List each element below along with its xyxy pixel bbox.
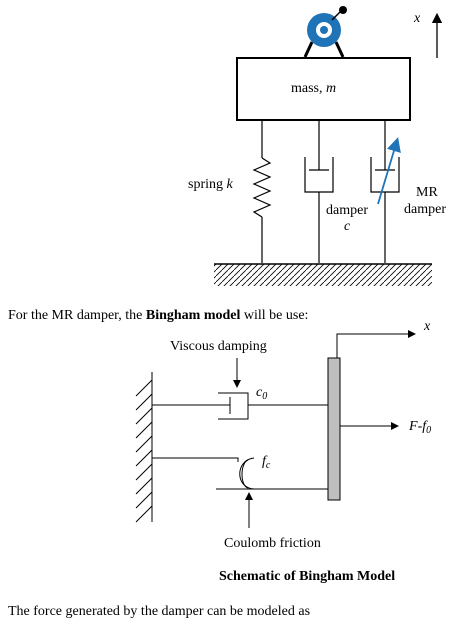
spring-label: spring k <box>188 177 234 192</box>
output-x-arrow <box>336 330 416 358</box>
bingham-model-figure: x Viscous damping c0 fc Coulomb friction <box>135 319 431 584</box>
mass-block <box>236 57 411 121</box>
ground-hatch <box>214 264 432 286</box>
damper-label: damper <box>326 203 368 218</box>
mr-variable-arrow <box>377 137 401 205</box>
mass-label: mass, m <box>291 81 336 96</box>
force-model-paragraph: The force generated by the damper can be… <box>8 604 311 619</box>
figure-caption: Schematic of Bingham Model <box>219 569 395 584</box>
spring-k <box>252 120 272 263</box>
viscous-damping-label: Viscous damping <box>170 339 267 354</box>
damper-c <box>304 120 334 263</box>
coulomb-friction-label: Coulomb friction <box>224 536 321 551</box>
damper-symbol: c <box>344 219 351 234</box>
fixed-wall <box>135 372 153 523</box>
mr-damper-label-line1: MR <box>416 185 438 200</box>
intro-paragraph: For the MR damper, the Bingham model wil… <box>8 308 308 324</box>
x-direction-label: x <box>413 11 421 26</box>
viscous-damper-c0 <box>152 392 328 420</box>
intro-text-after: will be use: <box>240 308 309 323</box>
output-plate <box>327 357 341 501</box>
mr-damper-label-line2: damper <box>404 202 446 217</box>
intro-text-before: For the MR damper, the <box>8 308 146 323</box>
fc-label: fc <box>262 454 271 471</box>
coulomb-friction-element <box>152 457 328 490</box>
output-x-label: x <box>423 319 431 334</box>
c0-label: c0 <box>256 385 267 402</box>
mass-spring-damper-figure: x mass, m spring k damper c MR <box>188 6 446 286</box>
force-label: F-f0 <box>408 419 431 436</box>
intro-text-bold: Bingham model <box>145 308 241 323</box>
mr-damper <box>370 120 400 263</box>
mr-controller-icon <box>303 6 347 58</box>
